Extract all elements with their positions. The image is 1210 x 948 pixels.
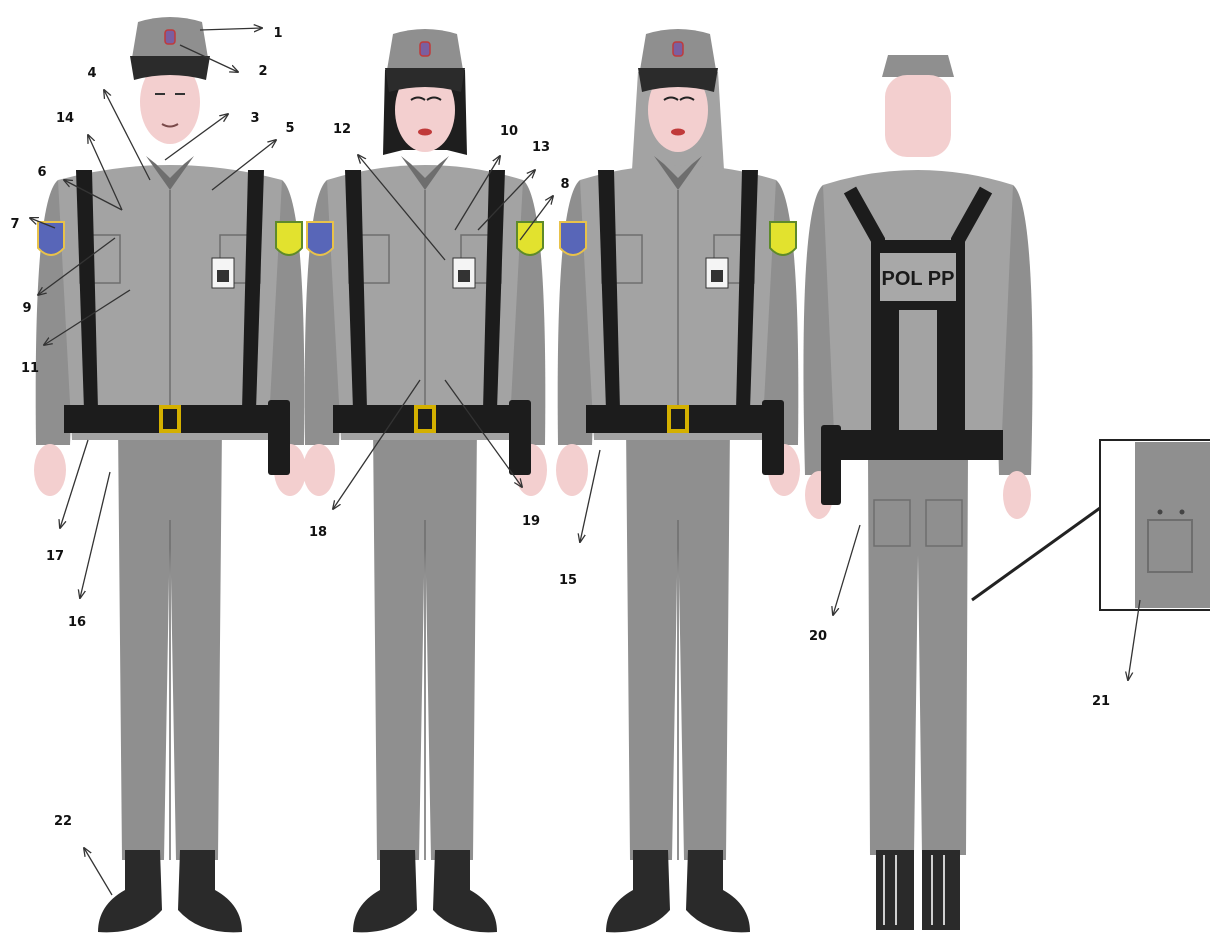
callout-label-14: 14 <box>56 111 74 126</box>
zoom-button-left <box>1158 510 1163 515</box>
callout-label-15: 15 <box>559 573 577 588</box>
zoom-connector <box>972 508 1100 600</box>
callout-label-11: 11 <box>21 361 39 376</box>
callout-label-12: 12 <box>333 122 351 137</box>
belt <box>333 405 517 433</box>
callout-label-19: 19 <box>522 514 540 529</box>
hand-left <box>34 444 66 496</box>
hand-right-rear <box>1003 471 1031 519</box>
lips <box>418 129 432 136</box>
figure-female-front-hijab <box>556 29 800 932</box>
callout-label-9: 9 <box>22 301 31 316</box>
holster-rear-icon <box>821 425 841 505</box>
callout-label-18: 18 <box>309 525 327 540</box>
hand-left <box>303 444 335 496</box>
callout-label-21: 21 <box>1092 694 1110 709</box>
boot-right <box>178 850 242 932</box>
holster-icon <box>268 400 290 475</box>
name-tag-emblem <box>711 270 723 282</box>
boots-rear <box>876 850 960 930</box>
boot-left <box>98 850 162 932</box>
callout-label-3: 3 <box>250 111 259 126</box>
callout-label-2: 2 <box>258 64 267 79</box>
cap-badge-icon <box>420 42 430 56</box>
shirt-rear <box>823 170 1013 455</box>
shoulder-patch-right-icon <box>276 222 302 255</box>
zoom-fabric <box>1135 442 1210 608</box>
boot-right <box>686 850 750 932</box>
belt-rear <box>833 430 1003 460</box>
callout-label-20: 20 <box>809 629 827 644</box>
callout-label-17: 17 <box>46 549 64 564</box>
callout-arrow-icon <box>833 525 860 615</box>
callout-label-10: 10 <box>500 124 518 139</box>
name-tag-emblem <box>458 270 470 282</box>
holster-icon <box>762 400 784 475</box>
cap-rear <box>882 55 954 77</box>
zoom-button-right <box>1180 510 1185 515</box>
cap-badge-icon <box>165 30 175 44</box>
callout-label-16: 16 <box>68 615 86 630</box>
head-rear <box>885 75 951 157</box>
figure-female-front-hair <box>303 29 547 932</box>
belt <box>64 405 276 433</box>
callout-label-8: 8 <box>560 177 569 192</box>
callout-label-1: 1 <box>273 26 282 41</box>
callout-label-4: 4 <box>87 66 96 81</box>
callout-arrow-icon <box>60 440 88 528</box>
callout-label-22: 22 <box>54 814 72 829</box>
holster-icon <box>509 400 531 475</box>
boot-left <box>606 850 670 932</box>
boot-left <box>353 850 417 932</box>
callout-arrow-icon <box>1128 600 1140 680</box>
callout-arrow-icon <box>80 472 110 598</box>
shoulder-patch-left-icon <box>560 222 586 255</box>
callout-arrow-icon <box>84 848 112 895</box>
lips <box>671 129 685 136</box>
back-patch-text: POL PP <box>882 268 955 290</box>
shoulder-patch-left-icon <box>307 222 333 255</box>
figure-rear: POL PP <box>803 55 1032 930</box>
callout-label-6: 6 <box>37 165 46 180</box>
hand-left <box>556 444 588 496</box>
trousers-rear <box>868 455 968 855</box>
figure-male-front <box>34 17 306 932</box>
belt <box>586 405 770 433</box>
name-tag-emblem <box>217 270 229 282</box>
callout-label-5: 5 <box>285 121 294 136</box>
cap-badge-icon <box>673 42 683 56</box>
shoulder-patch-right-icon <box>770 222 796 255</box>
callout-label-7: 7 <box>10 217 19 232</box>
callout-label-13: 13 <box>532 140 550 155</box>
boot-right <box>433 850 497 932</box>
callout-arrow-icon <box>200 28 262 30</box>
